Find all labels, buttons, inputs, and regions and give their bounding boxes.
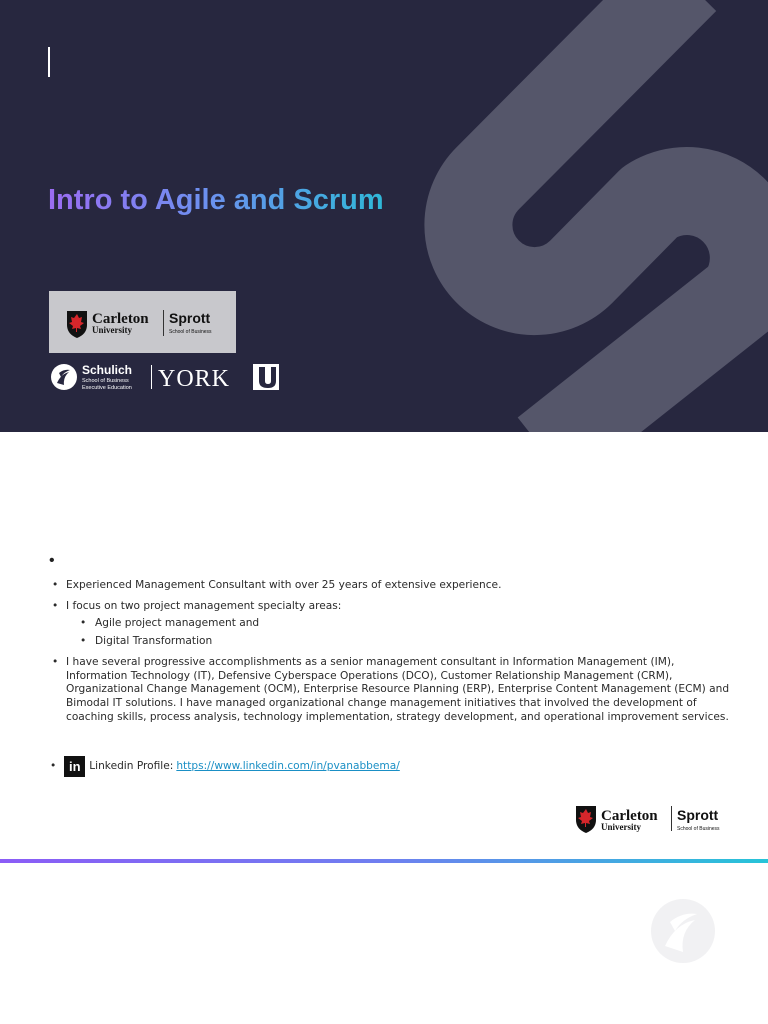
s-shape-decoration (424, 0, 768, 432)
carleton-sprott-corner-logo: Carleton University Sprott School of Bus… (570, 795, 735, 840)
carleton-sprott-logo: Carleton University Sprott School of Bus… (49, 291, 236, 353)
accent-bar (48, 47, 50, 77)
linkedin-label: Linkedin Profile: (89, 760, 174, 772)
gradient-footer-bar (0, 859, 768, 863)
bio-list: Experienced Management Consultant with o… (50, 579, 730, 731)
sub-list-item: Digital Transformation (50, 635, 730, 649)
sprott-subname: School of Business (169, 329, 212, 335)
linkedin-link[interactable]: https://www.linkedin.com/in/pvanabbema/ (176, 760, 400, 772)
sprott-subname: School of Business (677, 826, 720, 832)
slide-title: Intro to Agile and Scrum (48, 184, 384, 216)
next-slide-partial (0, 866, 768, 1024)
carleton-name: Carleton (92, 311, 149, 327)
schulich-line3: Executive Education (82, 385, 132, 391)
schulich-name: Schulich (82, 363, 132, 377)
sprott-name: Sprott (677, 807, 719, 823)
schulich-york-logo: Schulich School of Business Executive Ed… (50, 362, 285, 399)
linkedin-row: • in Linkedin Profile: https://www.linke… (50, 755, 400, 777)
sprott-name: Sprott (169, 310, 211, 326)
schulich-line2: School of Business (82, 378, 129, 384)
york-wordmark: YORK (158, 366, 230, 392)
title-slide: Intro to Agile and Scrum Carleton Univer… (0, 0, 768, 432)
carleton-subname: University (92, 325, 132, 335)
maple-leaf-shield-icon (67, 311, 87, 338)
list-item: I have several progressive accomplishmen… (50, 656, 730, 725)
york-u-icon (253, 364, 279, 390)
empty-bullet: • (49, 552, 55, 569)
bio-slide: • Experienced Management Consultant with… (0, 432, 768, 863)
carleton-subname: University (601, 822, 641, 832)
maple-leaf-shield-icon (576, 806, 596, 833)
schulich-s-icon (51, 364, 77, 390)
schulich-watermark-icon (651, 899, 715, 963)
list-item: I focus on two project management specia… (50, 600, 730, 614)
list-item: Experienced Management Consultant with o… (50, 579, 730, 593)
linkedin-icon[interactable]: in (64, 755, 86, 777)
carleton-name: Carleton (601, 808, 658, 824)
sub-list-item: Agile project management and (50, 617, 730, 631)
